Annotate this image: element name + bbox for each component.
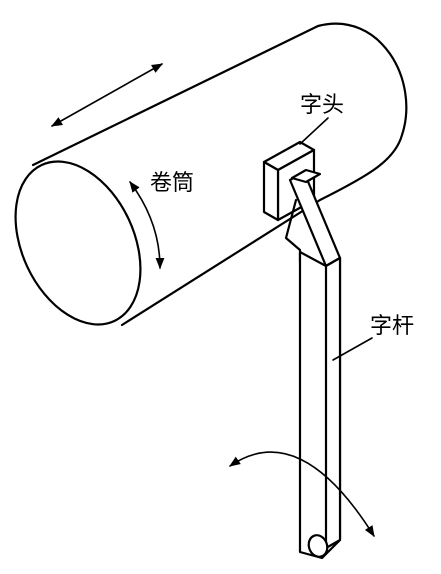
type-bar: [284, 168, 342, 560]
drum-front-face: [14, 160, 142, 326]
drum-axial-double-arrow: [51, 63, 163, 127]
type-bar-leader-line: [332, 337, 373, 361]
type-head-label: 字头: [300, 93, 344, 118]
type-head-leader-line: [299, 117, 329, 145]
drum-body-outline: [31, 22, 408, 327]
type-bar-swing-arrow: [229, 451, 375, 537]
drum-cylinder: [14, 22, 408, 327]
type-bar-arm-face: [290, 168, 322, 184]
type-bar-label: 字杆: [370, 314, 414, 339]
drum-rotation-double-arrow: [129, 181, 165, 270]
drum-label: 卷筒: [150, 171, 194, 196]
